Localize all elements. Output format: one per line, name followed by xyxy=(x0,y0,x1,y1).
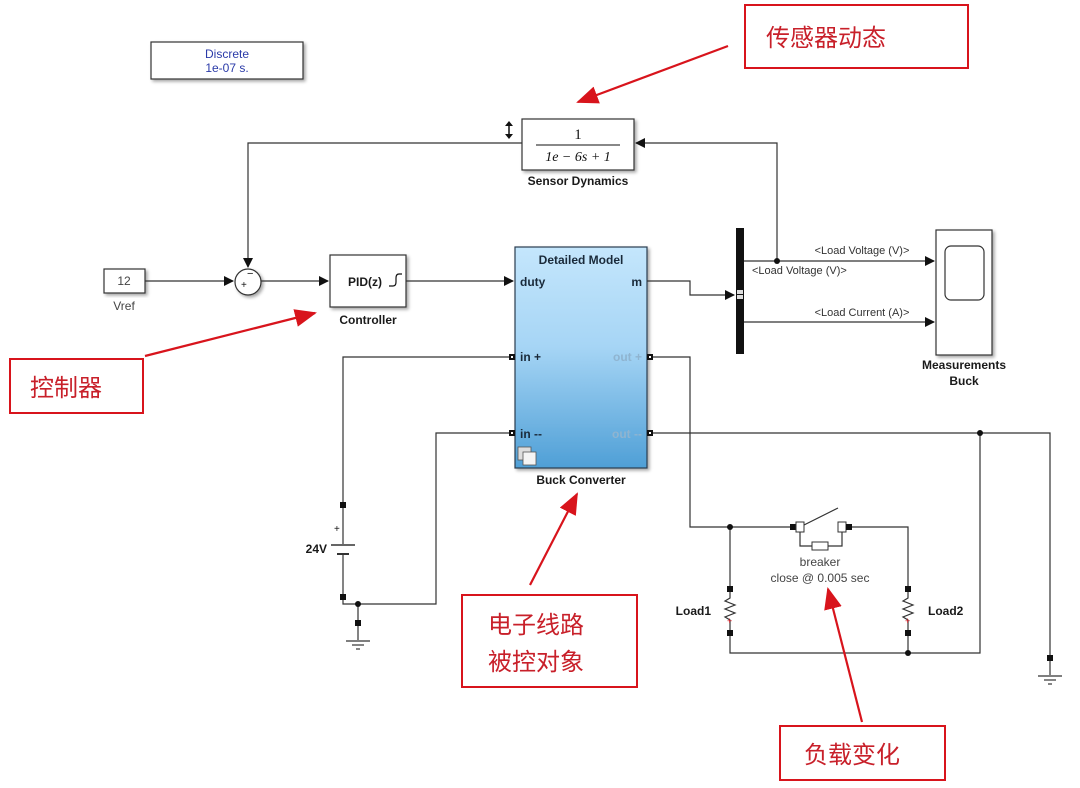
dc-voltage-source[interactable]: + 24V xyxy=(306,502,355,600)
breaker-label: breaker xyxy=(800,555,841,569)
ground-left[interactable] xyxy=(346,620,370,650)
subsystem-link-icon xyxy=(517,446,537,466)
signal-load-current: <Load Current (A)> xyxy=(815,307,910,319)
buck-title: Detailed Model xyxy=(539,253,624,267)
physical-wires xyxy=(342,356,1051,656)
signal-wires xyxy=(145,138,935,327)
load1-resistor[interactable]: + Load1 xyxy=(676,586,737,636)
svg-text:+: + xyxy=(905,616,910,626)
vref-label: Vref xyxy=(113,299,135,313)
scope-label-2: Buck xyxy=(949,374,979,388)
bus-selector-block[interactable] xyxy=(736,228,744,354)
breaker-close-time: close @ 0.005 sec xyxy=(771,571,870,585)
sensor-dynamics-block[interactable]: 1 1e − 6s + 1 Sensor Dynamics xyxy=(521,118,635,188)
vref-value: 12 xyxy=(117,274,131,288)
port-out-minus: out -- xyxy=(612,427,642,441)
buck-label: Buck Converter xyxy=(536,473,626,487)
pid-text: PID(z) xyxy=(348,275,382,289)
load2-label: Load2 xyxy=(928,604,964,618)
controller-label: Controller xyxy=(339,313,397,327)
port-m: m xyxy=(631,275,642,289)
signal-load-voltage-top: <Load Voltage (V)> xyxy=(815,245,910,257)
solver-step: 1e-07 s. xyxy=(205,61,248,75)
sum-minus-sign: − xyxy=(247,268,253,280)
load2-resistor[interactable]: + Load2 xyxy=(901,586,964,636)
annotation-load: 负载变化 xyxy=(779,587,946,781)
source-label: 24V xyxy=(306,542,327,556)
solver-type: Discrete xyxy=(205,47,249,61)
vref-constant-block[interactable]: 12 Vref xyxy=(103,268,146,313)
resize-arrow-icon xyxy=(505,121,513,139)
svg-text:+: + xyxy=(727,616,732,626)
port-in-plus: in + xyxy=(520,350,541,364)
annotation-controller-text: 控制器 xyxy=(30,374,102,402)
scope-block[interactable]: Measurements Buck xyxy=(922,229,1006,388)
annotation-sensor-arrow xyxy=(576,44,729,104)
ground-right[interactable] xyxy=(1038,655,1062,685)
annotation-plant: 电子线路 被控对象 xyxy=(461,492,638,688)
scope-screen-icon xyxy=(944,245,985,301)
sensor-denominator: 1e − 6s + 1 xyxy=(545,150,611,165)
load1-label: Load1 xyxy=(676,604,712,618)
saturation-icon xyxy=(389,273,402,287)
sum-plus-sign: + xyxy=(241,280,247,291)
solver-block[interactable]: Discrete 1e-07 s. xyxy=(150,41,304,80)
sum-block[interactable]: + − xyxy=(234,268,262,296)
annotation-plant-arrow xyxy=(529,492,578,586)
sensor-numerator: 1 xyxy=(574,127,582,143)
annotation-load-arrow xyxy=(824,587,864,723)
port-in-minus: in -- xyxy=(520,427,542,441)
port-connectors xyxy=(509,354,653,436)
annotation-plant-text-2: 被控对象 xyxy=(488,648,584,676)
annotation-sensor-text: 传感器动态 xyxy=(766,24,886,52)
breaker-block[interactable]: breaker close @ 0.005 sec xyxy=(771,507,870,585)
buck-converter-block[interactable]: Detailed Model duty in + in -- m out + o… xyxy=(514,246,648,487)
annotation-sensor: 传感器动态 xyxy=(576,4,969,104)
port-out-plus: out + xyxy=(613,350,642,364)
port-duty: duty xyxy=(520,275,546,289)
annotation-plant-text-1: 电子线路 xyxy=(488,611,584,639)
signal-load-voltage-bus: <Load Voltage (V)> xyxy=(752,265,847,277)
source-plus-sign: + xyxy=(334,524,340,535)
annotation-controller: 控制器 xyxy=(9,309,317,414)
pid-controller-block[interactable]: PID(z) Controller xyxy=(329,254,407,327)
annotation-controller-arrow xyxy=(144,309,317,358)
annotation-load-text: 负载变化 xyxy=(804,741,900,769)
sensor-label: Sensor Dynamics xyxy=(528,174,629,188)
scope-label-1: Measurements xyxy=(922,358,1006,372)
